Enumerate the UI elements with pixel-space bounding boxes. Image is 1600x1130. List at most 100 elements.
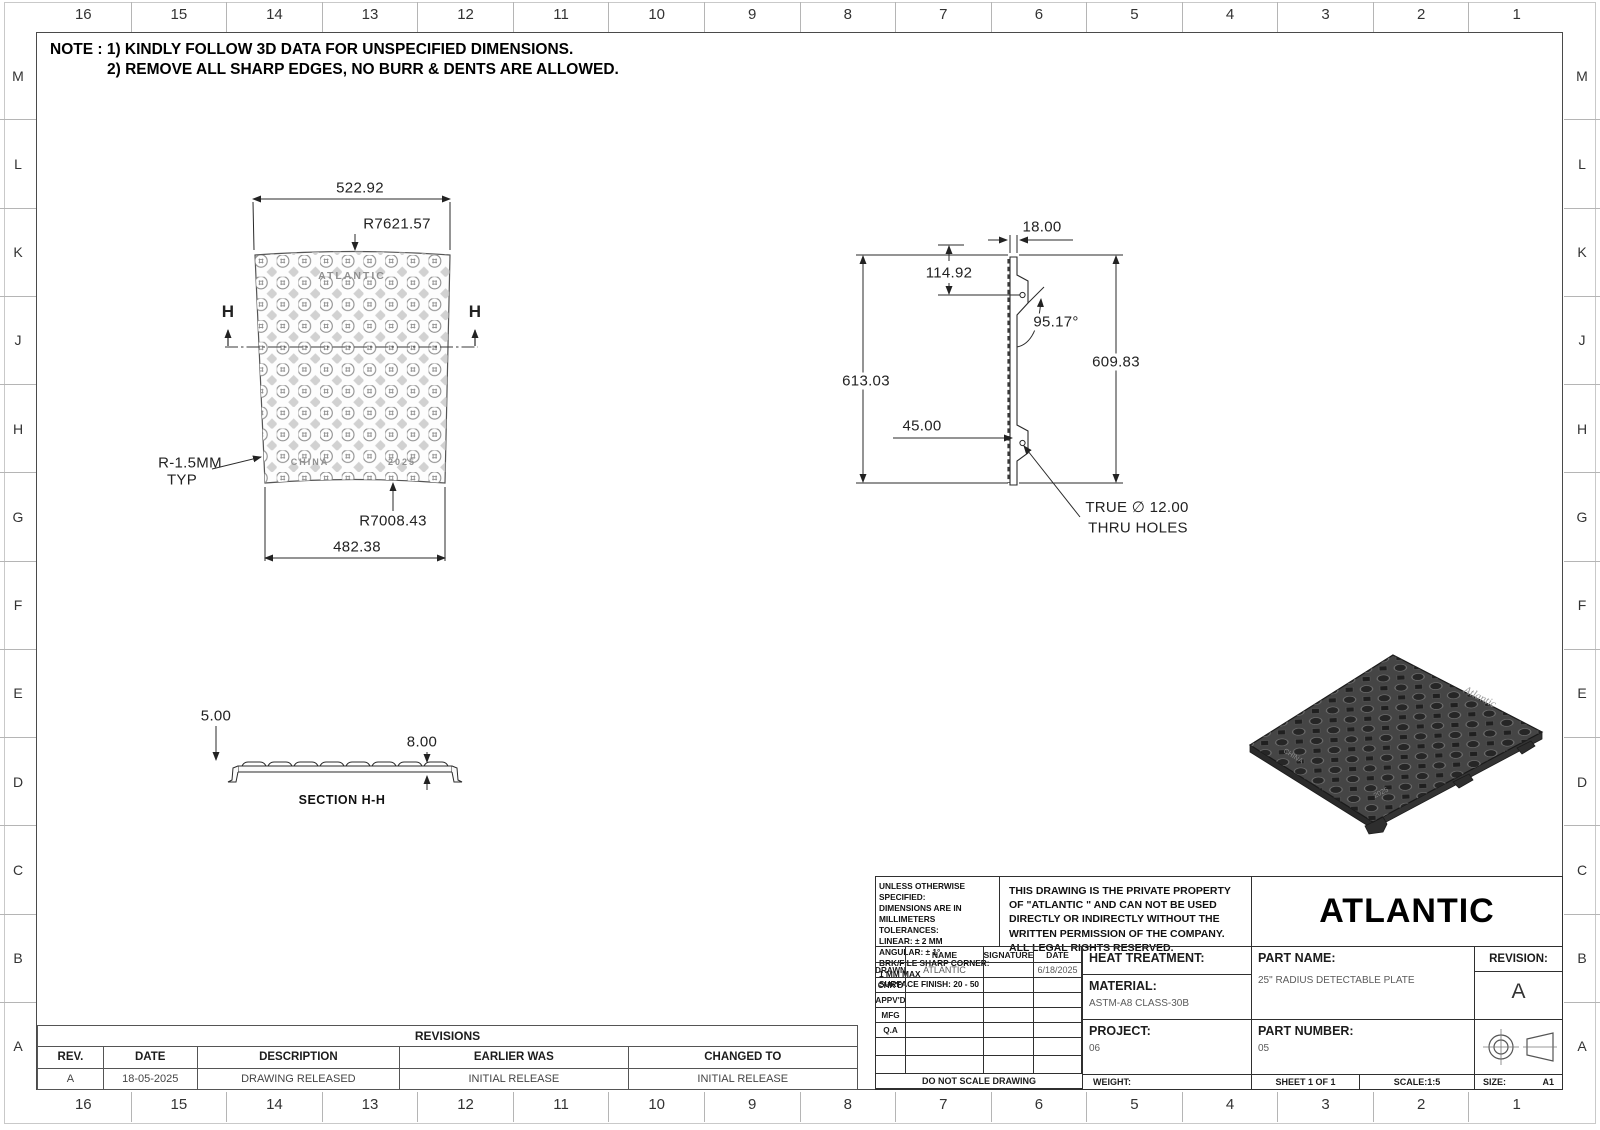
grid-col: 5 bbox=[1086, 2, 1182, 32]
grid-col: 15 bbox=[130, 2, 227, 32]
dim-plan-top-width: 522.92 bbox=[336, 179, 384, 197]
grid-row: J bbox=[1564, 295, 1600, 384]
heat-treatment-label: HEAT TREATMENT: bbox=[1089, 951, 1205, 965]
dim-side-hole-offset: 114.92 bbox=[922, 264, 976, 282]
part-number-value: 05 bbox=[1258, 1043, 1270, 1054]
grid-row: M bbox=[1576, 67, 1588, 84]
tolerance-line: TOLERANCES: bbox=[879, 924, 939, 935]
dim-side-thickness: 18.00 bbox=[1022, 218, 1062, 236]
revision-box: REVISION: A bbox=[1474, 946, 1563, 1020]
weight-label: WEIGHT: bbox=[1093, 1077, 1131, 1087]
grid-row: D bbox=[1564, 737, 1600, 825]
grid-col: 2 bbox=[1372, 1092, 1469, 1122]
grid-band-top: 16 15 14 13 12 11 10 9 8 7 6 5 4 3 2 1 bbox=[36, 2, 1564, 32]
isometric-drawing: Atlantic CHINA 2025 bbox=[1248, 654, 1544, 835]
part-name-label: PART NAME: bbox=[1258, 951, 1336, 965]
scale-note: SCALE:1:5 bbox=[1359, 1074, 1475, 1090]
title-block: UNLESS OTHERWISE SPECIFIED: DIMENSIONS A… bbox=[875, 876, 1563, 1090]
dim-side-right-height: 609.83 bbox=[1089, 353, 1143, 371]
revisions-header: CHANGED TO bbox=[704, 1051, 782, 1063]
grid-row: G bbox=[1564, 472, 1600, 560]
isometric-view: Atlantic CHINA 2025 bbox=[1225, 630, 1545, 840]
sign-row-date bbox=[1034, 978, 1082, 993]
grid-col: 15 bbox=[130, 1092, 227, 1122]
material-label: MATERIAL: bbox=[1089, 979, 1157, 993]
grid-col: 12 bbox=[417, 1092, 513, 1122]
grid-row: M bbox=[12, 67, 24, 84]
dim-corner-radius-line1: R-1.5MM bbox=[158, 454, 222, 472]
grid-row: H bbox=[1564, 384, 1600, 472]
sign-empty-cell bbox=[906, 1038, 984, 1056]
section-marker-h-left: H bbox=[221, 302, 235, 321]
sign-row-name bbox=[906, 978, 984, 993]
general-notes: NOTE : 1) KINDLY FOLLOW 3D DATA FOR UNSP… bbox=[50, 40, 619, 80]
sign-row-date bbox=[1034, 993, 1082, 1008]
size-box: SIZE: A1 bbox=[1474, 1074, 1563, 1090]
grid-col: 3 bbox=[1277, 2, 1373, 32]
grid-row: L bbox=[0, 119, 36, 207]
section-label: SECTION H-H bbox=[298, 793, 386, 807]
tolerance-line: UNLESS OTHERWISE SPECIFIED: bbox=[879, 881, 966, 902]
sign-row-label: APPV'D bbox=[876, 993, 906, 1008]
side-view: 18.00 114.92 95.17° 613.03 609.83 45.00 … bbox=[838, 195, 1188, 560]
revision-label: REVISION: bbox=[1475, 947, 1562, 972]
sign-header-signature: SIGNATURE bbox=[984, 947, 1034, 963]
grid-col: 12 bbox=[417, 2, 513, 32]
grid-col: 9 bbox=[703, 1092, 800, 1122]
grid-band-bottom: 16 15 14 13 12 11 10 9 8 7 6 5 4 3 2 1 bbox=[36, 1092, 1564, 1122]
revision-rev: A bbox=[38, 1069, 104, 1090]
grid-col: 5 bbox=[1086, 1092, 1182, 1122]
sign-row-label: Q.A bbox=[876, 1023, 906, 1038]
material-value: ASTM-A8 CLASS-30B bbox=[1089, 998, 1190, 1009]
revision-changed: INITIAL RELEASE bbox=[697, 1073, 789, 1085]
tolerance-block: UNLESS OTHERWISE SPECIFIED: DIMENSIONS A… bbox=[875, 876, 1000, 989]
grid-row: C bbox=[0, 825, 36, 913]
grid-row: H bbox=[0, 384, 36, 472]
plate-origin-text: CHINA bbox=[290, 457, 330, 467]
revisions-title: REVISIONS bbox=[38, 1026, 857, 1047]
revisions-data-row: A 18-05-2025 DRAWING RELEASED INITIAL RE… bbox=[38, 1069, 857, 1090]
heat-treatment-box: HEAT TREATMENT: bbox=[1082, 946, 1252, 975]
revisions-table: REVISIONS REV. DATE DESCRIPTION EARLIER … bbox=[37, 1025, 858, 1090]
grid-col: 1 bbox=[1468, 1092, 1564, 1122]
sign-empty-cell bbox=[984, 1038, 1034, 1056]
sheet-number: SHEET 1 OF 1 bbox=[1251, 1074, 1360, 1090]
part-number-box: PART NUMBER: 05 bbox=[1251, 1019, 1475, 1075]
grid-col: 6 bbox=[990, 1092, 1087, 1122]
grid-row: E bbox=[0, 648, 36, 737]
grid-col: 11 bbox=[512, 2, 609, 32]
sign-header-date: DATE bbox=[1034, 947, 1082, 963]
sign-empty-cell bbox=[984, 1056, 1034, 1074]
sign-row-name bbox=[906, 993, 984, 1008]
grid-row: K bbox=[1564, 207, 1600, 296]
sign-row-label: CHK'D bbox=[876, 978, 906, 993]
revisions-header: REV. bbox=[38, 1047, 104, 1068]
grid-col: 4 bbox=[1181, 1092, 1278, 1122]
do-not-scale-note: DO NOT SCALE DRAWING bbox=[876, 1074, 1082, 1089]
revision-earlier: INITIAL RELEASE bbox=[400, 1069, 629, 1090]
grid-col: 1 bbox=[1468, 2, 1564, 32]
dim-plan-bottom-radius: R7008.43 bbox=[359, 512, 427, 530]
sign-row-signature bbox=[984, 1023, 1034, 1038]
part-name-value: 25" RADIUS DETECTABLE PLATE bbox=[1258, 975, 1415, 986]
section-view-drawing bbox=[212, 700, 500, 815]
dim-plan-bottom-width: 482.38 bbox=[333, 538, 381, 556]
size-value: A1 bbox=[1542, 1077, 1554, 1087]
section-view: 5.00 8.00 SECTION H-H bbox=[180, 700, 500, 815]
tolerance-line: SURFACE FINISH: 20 - 50 bbox=[879, 979, 980, 990]
company-name: ATLANTIC bbox=[1251, 876, 1563, 947]
side-view-drawing bbox=[838, 195, 1183, 560]
part-number-label: PART NUMBER: bbox=[1258, 1024, 1354, 1038]
revisions-header-row: REV. DATE DESCRIPTION EARLIER WAS CHANGE… bbox=[38, 1047, 857, 1069]
grid-row: B bbox=[1564, 913, 1600, 1002]
sign-row-signature bbox=[984, 1008, 1034, 1023]
sign-row-signature bbox=[984, 963, 1034, 978]
grid-col: 10 bbox=[608, 2, 704, 32]
grid-col: 2 bbox=[1372, 2, 1469, 32]
grid-col: 13 bbox=[321, 1092, 418, 1122]
plan-view: 522.92 R7621.57 H H ATLANTIC CHINA 2025 … bbox=[150, 178, 495, 578]
grid-col: 8 bbox=[799, 1092, 896, 1122]
sign-row-label: DRAWN bbox=[876, 963, 906, 978]
grid-col: 10 bbox=[608, 1092, 704, 1122]
third-angle-projection-icon bbox=[1475, 1020, 1562, 1074]
